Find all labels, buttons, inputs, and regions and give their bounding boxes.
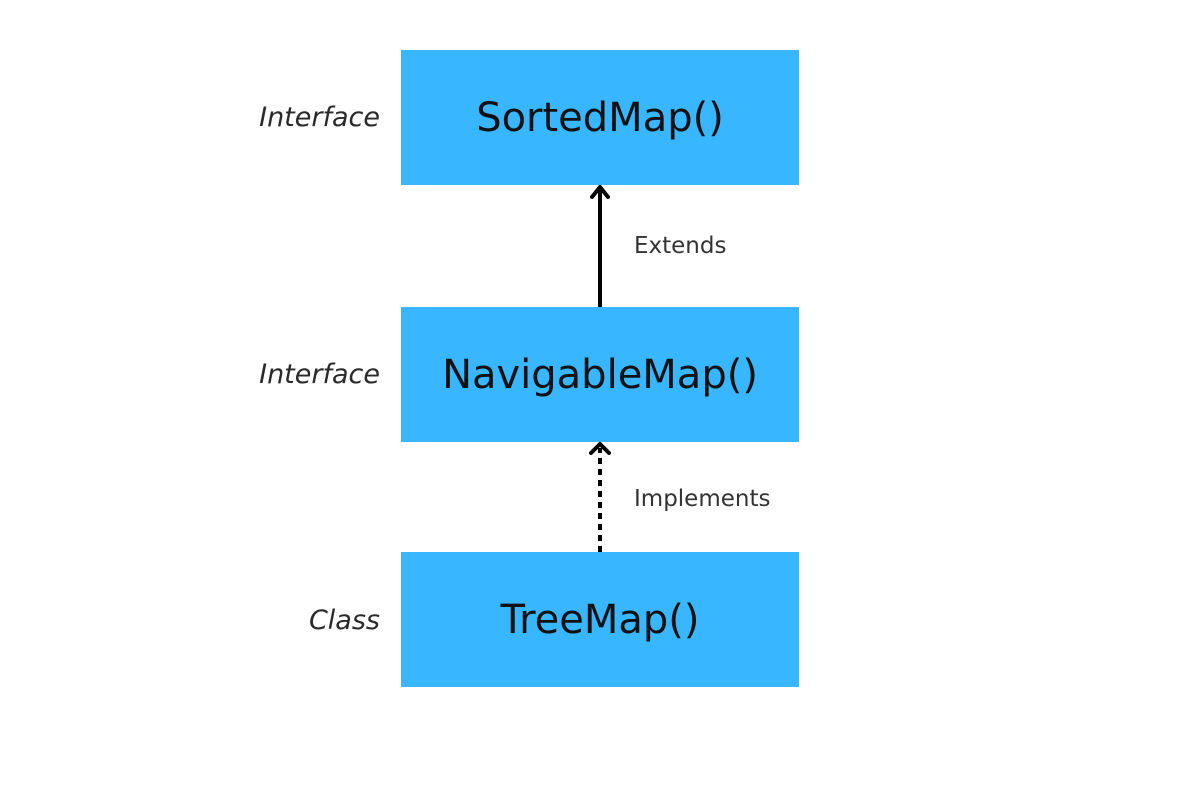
extends-arrow [590, 185, 610, 307]
extends-arrow-head [590, 185, 610, 199]
implements-arrow-head [589, 442, 611, 455]
extends-label: Extends [634, 233, 727, 259]
navigablemap-kind-label: Interface [259, 359, 380, 390]
navigablemap-box: NavigableMap() [401, 307, 799, 442]
sortedmap-kind-label: Interface [259, 102, 380, 133]
treemap-kind-label: Class [308, 605, 380, 636]
sortedmap-box: SortedMap() [401, 50, 799, 185]
implements-arrow [589, 442, 611, 552]
implements-label: Implements [634, 486, 771, 512]
treemap-box: TreeMap() [401, 552, 799, 687]
